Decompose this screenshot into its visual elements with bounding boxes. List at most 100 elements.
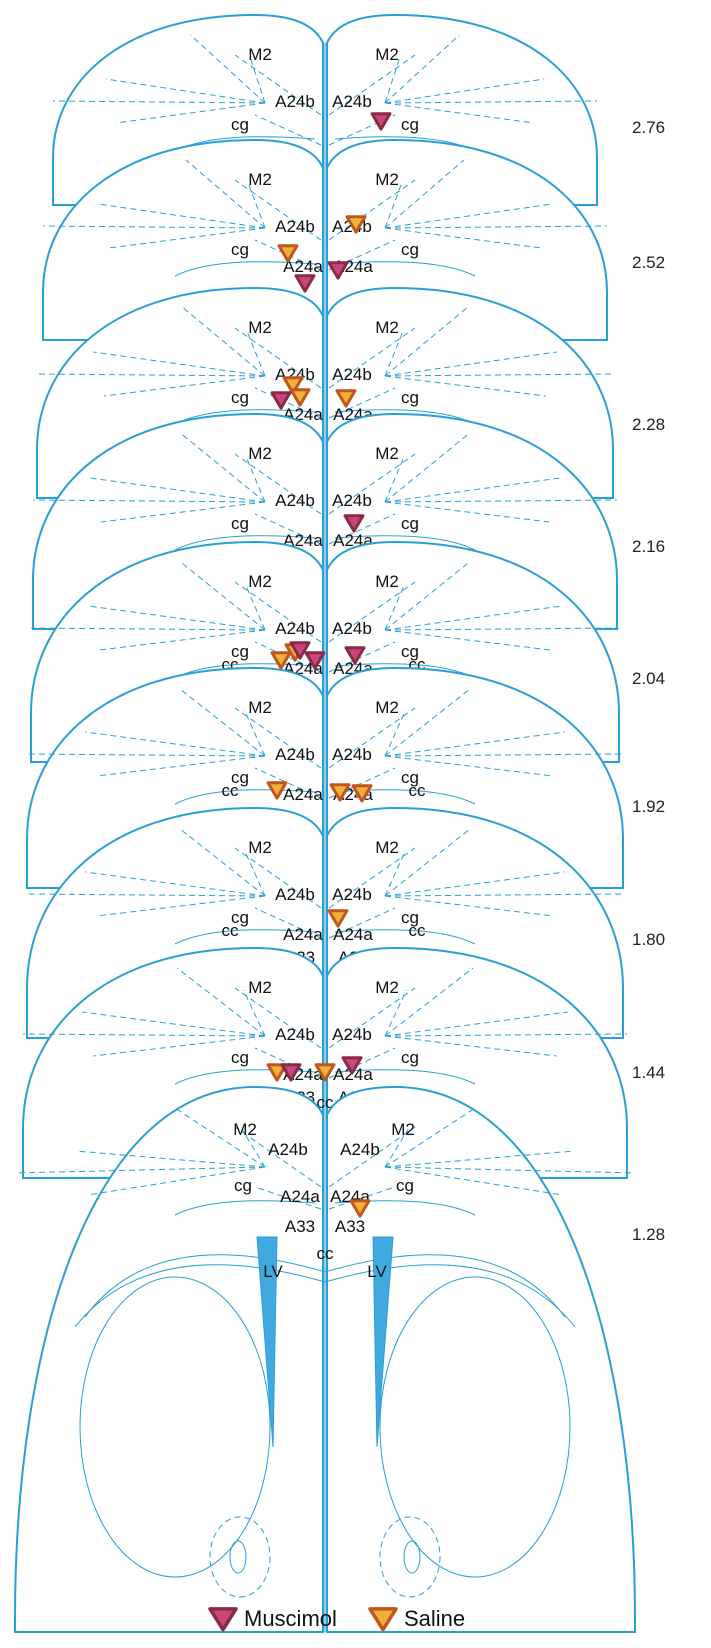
region-boundary: [328, 1186, 396, 1210]
cingulum-arc: [334, 535, 476, 551]
legend-swatch-saline: [368, 1607, 398, 1632]
region-boundary: [384, 895, 554, 917]
region-boundary: [384, 1106, 477, 1168]
cingulum-arc: [174, 789, 316, 805]
region-boundary: [384, 1150, 575, 1168]
region-label-m2-r: M2: [375, 318, 399, 337]
region-boundary: [384, 849, 407, 897]
region-boundary: [103, 375, 266, 397]
marker-saline: [327, 909, 349, 928]
region-boundary: [384, 102, 535, 124]
region-boundary: [249, 56, 266, 104]
ap-coordinate: 1.92: [632, 797, 665, 816]
ap-coordinate: 1.80: [632, 930, 665, 949]
cingulum-arc: [174, 535, 316, 551]
ap-coordinate: 2.28: [632, 415, 665, 434]
region-boundary: [328, 327, 416, 389]
region-label-a24a-l: A24a: [280, 1187, 320, 1206]
region-boundary: [178, 687, 266, 757]
region-label-a24a-l: A24a: [283, 925, 323, 944]
region-boundary: [384, 1011, 568, 1037]
region-boundary: [384, 687, 472, 757]
region-label-a24b-l: A24b: [275, 885, 315, 904]
region-label-a24b-l: A24b: [275, 745, 315, 764]
legend-swatch-muscimol: [208, 1607, 238, 1632]
legend-label-muscimol: Muscimol: [244, 1606, 337, 1631]
region-label-a24b-r: A24b: [332, 1025, 372, 1044]
region-boundary: [384, 989, 407, 1037]
region-boundary: [243, 709, 266, 757]
region-boundary: [384, 501, 550, 523]
ap-coordinate: 2.16: [632, 537, 665, 556]
region-boundary: [37, 373, 266, 377]
region-boundary: [328, 1126, 416, 1188]
region-boundary: [96, 895, 266, 917]
region-boundary: [254, 1186, 322, 1210]
region-label-cc-c: cc: [317, 1093, 335, 1112]
region-boundary: [190, 34, 266, 104]
region-boundary: [173, 1106, 266, 1168]
ap-coordinate: 2.52: [632, 253, 665, 272]
cingulum-arc: [334, 1069, 476, 1085]
region-boundary: [328, 179, 416, 241]
region-boundary: [234, 847, 322, 909]
region-boundary: [384, 561, 470, 631]
cingulum-arc: [334, 929, 476, 945]
region-boundary: [96, 755, 266, 777]
region-label-a24b-r: A24b: [332, 745, 372, 764]
region-boundary: [254, 767, 322, 799]
region-boundary: [328, 987, 416, 1049]
region-label-cc-r: cc: [409, 781, 427, 800]
region-boundary: [97, 203, 266, 229]
right-hemisphere: [326, 1085, 636, 1633]
region-boundary: [384, 967, 474, 1037]
region-label-a24b-l: A24b: [275, 1025, 315, 1044]
corpus-callosum-inner: [74, 1264, 576, 1328]
region-boundary: [384, 227, 542, 249]
subcortical-outline: [379, 1516, 441, 1598]
region-label-m2-l: M2: [248, 444, 272, 463]
region-boundary: [43, 225, 266, 229]
region-boundary: [247, 181, 266, 229]
region-boundary: [178, 827, 266, 897]
marker-saline: [282, 376, 304, 395]
region-label-m2-l: M2: [248, 318, 272, 337]
region-boundary: [108, 227, 266, 249]
region-boundary: [234, 987, 322, 1049]
marker-saline: [329, 783, 351, 802]
region-boundary: [176, 967, 266, 1037]
region-label-cg-r: cg: [401, 768, 419, 787]
region-label-cc-c: cc: [317, 1244, 335, 1263]
region-label-m2-r: M2: [375, 838, 399, 857]
region-boundary: [384, 159, 465, 229]
region-label-a24b-r: A24b: [332, 491, 372, 510]
region-label-cg-l: cg: [231, 642, 249, 661]
region-boundary: [234, 453, 322, 515]
marker-saline: [351, 784, 373, 803]
region-boundary: [243, 849, 266, 897]
region-boundary: [243, 989, 266, 1037]
region-boundary: [384, 100, 597, 104]
region-boundary: [254, 641, 322, 673]
striatum-outline: [79, 1276, 271, 1578]
coronal-sections: M2M2A24bA24bcgcg2.76M2M2A24bA24bcgcgA24a…: [14, 13, 665, 1633]
region-label-m2-r: M2: [375, 45, 399, 64]
region-boundary: [384, 225, 607, 229]
region-boundary: [234, 179, 322, 241]
marker-saline: [289, 388, 311, 407]
region-label-a24a-r: A24a: [333, 1065, 373, 1084]
marker-muscimol: [327, 261, 349, 280]
region-boundary: [254, 1047, 322, 1079]
region-boundary: [384, 78, 545, 104]
marker-muscimol: [370, 112, 392, 131]
region-label-cg-l: cg: [231, 388, 249, 407]
left-hemisphere: [14, 1085, 324, 1633]
region-boundary: [384, 755, 554, 777]
region-boundary: [328, 641, 396, 673]
region-boundary: [384, 181, 403, 229]
region-label-cg-l: cg: [231, 908, 249, 927]
region-label-a24a-l: A24a: [283, 257, 323, 276]
marker-muscimol: [304, 651, 326, 670]
region-boundary: [181, 433, 266, 503]
